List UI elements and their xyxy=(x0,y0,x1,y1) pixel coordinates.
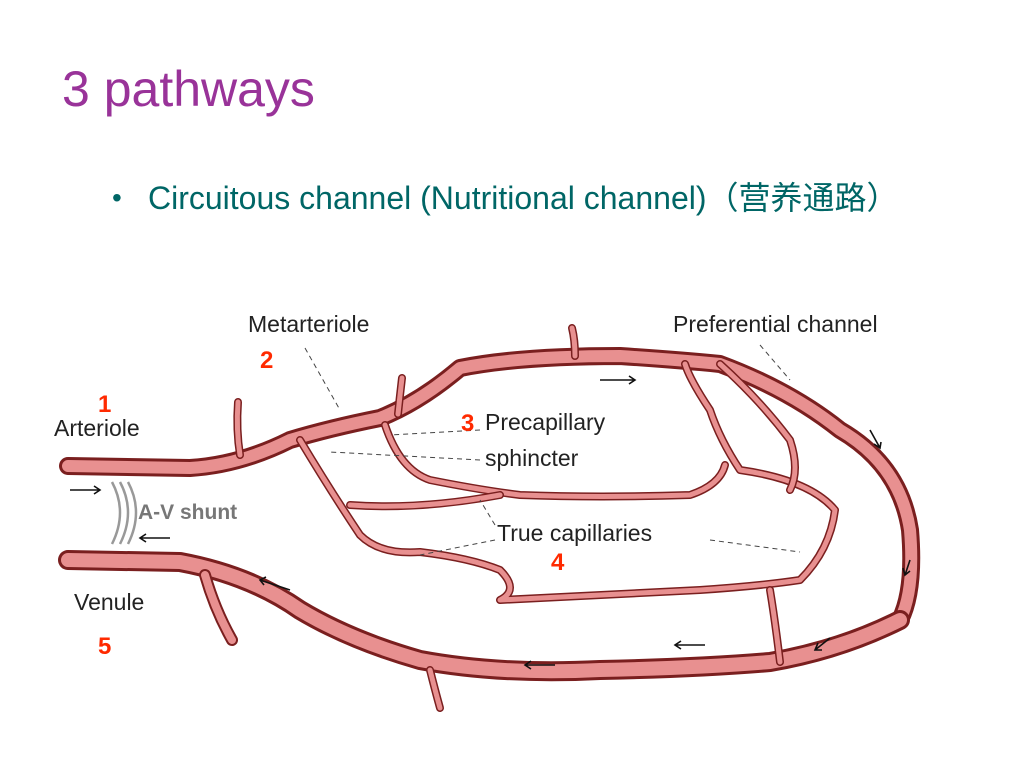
microcirculation-diagram: Metarteriole Preferential channel Arteri… xyxy=(54,311,921,712)
marker-4: 4 xyxy=(551,549,565,576)
label-arteriole: Arteriole xyxy=(54,415,140,441)
leader-lines xyxy=(304,344,801,556)
label-true-capillaries: True capillaries xyxy=(497,520,652,546)
marker-2: 2 xyxy=(260,347,273,374)
label-venule: Venule xyxy=(74,589,144,615)
marker-3: 3 xyxy=(461,410,474,437)
label-av-shunt: A-V shunt xyxy=(138,501,237,524)
flow-arrows xyxy=(70,375,911,670)
label-sphincter: sphincter xyxy=(485,445,579,471)
label-precapillary: Precapillary xyxy=(485,409,606,435)
bullet-item: • Circuitous channel (Nutritional channe… xyxy=(112,170,932,226)
bullet-text: Circuitous channel (Nutritional channel)… xyxy=(148,180,899,216)
bullet-dot-icon: • xyxy=(112,182,122,213)
label-metarteriole: Metarteriole xyxy=(248,311,369,337)
av-shunt-lines xyxy=(110,481,138,545)
slide-title: 3 pathways xyxy=(62,61,315,117)
marker-1: 1 xyxy=(98,391,111,418)
label-preferential-channel: Preferential channel xyxy=(673,311,878,337)
vessel-network xyxy=(58,324,921,712)
marker-5: 5 xyxy=(98,633,111,660)
